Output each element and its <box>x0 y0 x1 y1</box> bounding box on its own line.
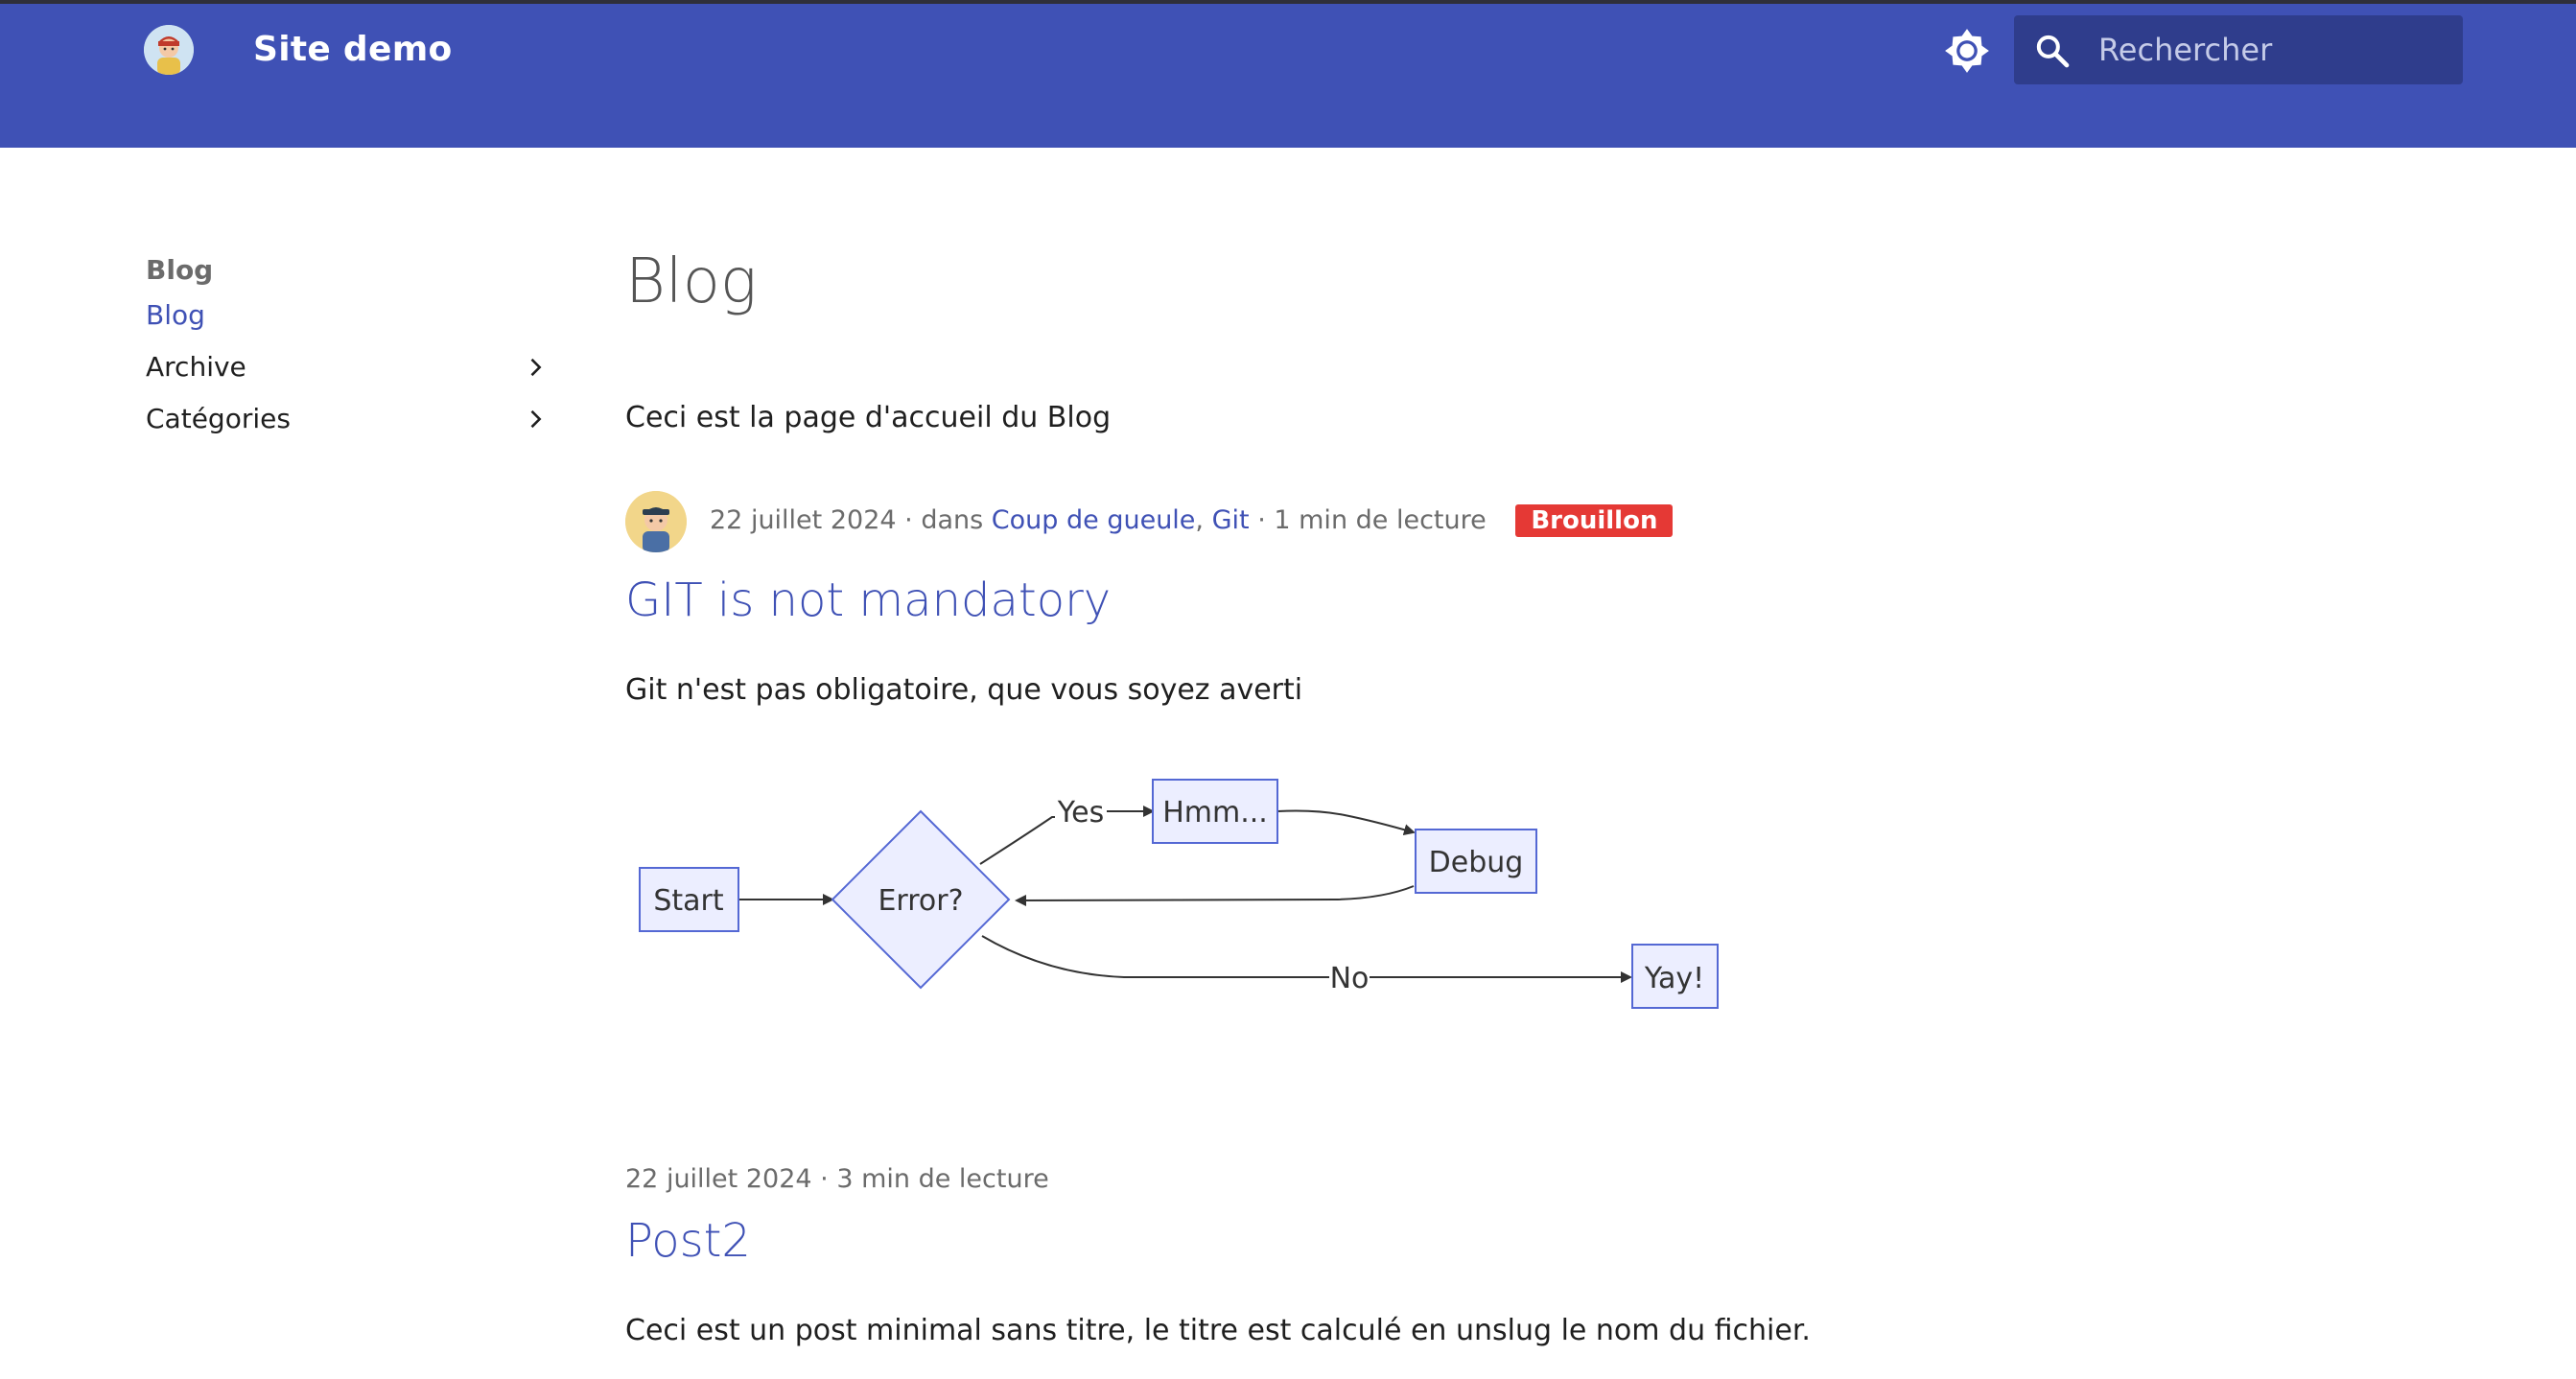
sidebar-item-blog[interactable]: Blog <box>146 290 549 341</box>
node-yay: Yay! <box>1631 944 1719 1009</box>
author-avatar-icon <box>625 491 687 552</box>
post-summary: Git n'est pas obligatoire, que vous soye… <box>625 673 1303 707</box>
chevron-right-icon <box>530 409 542 429</box>
search-box[interactable] <box>2014 15 2463 84</box>
search-input[interactable] <box>2096 15 2451 84</box>
edge-error-no <box>981 935 1329 978</box>
search-icon <box>2036 35 2070 68</box>
site-logo[interactable] <box>144 25 194 75</box>
category-link-git[interactable]: Git <box>1211 505 1250 535</box>
node-debug-label: Debug <box>1429 846 1524 879</box>
sidebar-item-categories[interactable]: Catégories <box>146 393 549 445</box>
edge-label-yes: Yes <box>1057 796 1104 830</box>
node-error: Error? <box>831 809 1011 990</box>
chevron-right-icon <box>530 358 542 377</box>
sidebar-heading: Blog <box>146 254 214 286</box>
page-title: Blog <box>625 246 758 317</box>
node-start: Start <box>639 867 739 932</box>
edge-debug-error <box>1015 885 1415 906</box>
node-hmm: Hmm... <box>1152 779 1278 844</box>
edge-error-yes <box>979 816 1057 865</box>
node-debug: Debug <box>1415 829 1537 894</box>
edge-hmm-debug <box>1276 809 1416 836</box>
flowchart-diagram: Start Error? Hmm... Debug Yay! Yes No <box>639 779 1719 1009</box>
node-hmm-label: Hmm... <box>1162 796 1268 830</box>
brightness-icon <box>1945 29 1989 73</box>
sidebar-item-archive[interactable]: Archive <box>146 341 549 393</box>
post-in-label: dans <box>921 505 984 535</box>
logo-avatar-icon <box>144 25 194 75</box>
edge-label-no: No <box>1330 962 1370 995</box>
blog-intro: Ceci est la page d'accueil du Blog <box>625 401 1112 434</box>
site-header: Site demo <box>0 4 2576 148</box>
draft-badge: Brouillon <box>1515 504 1674 537</box>
post-title-link[interactable]: GIT is not mandatory <box>625 573 1112 627</box>
sidebar-item-label: Catégories <box>146 403 291 434</box>
post-meta-text: 22 juillet 2024 · dans Coup de gueule, G… <box>710 504 1674 537</box>
node-start-label: Start <box>653 884 724 918</box>
post-reading-time: 3 min de lecture <box>836 1164 1049 1194</box>
post-date: 22 juillet 2024 <box>710 505 897 535</box>
sidebar-nav: Blog Blog Archive Catégories <box>146 251 549 445</box>
author-avatar <box>625 491 687 552</box>
category-link-coup-de-gueule[interactable]: Coup de gueule <box>991 505 1196 535</box>
window-frame-top <box>0 0 2576 4</box>
post-title-link[interactable]: Post2 <box>625 1214 751 1268</box>
post-reading-time: 1 min de lecture <box>1274 505 1487 535</box>
sidebar-item-label: Blog <box>146 299 205 331</box>
node-yay-label: Yay! <box>1644 962 1704 995</box>
sidebar-item-label: Archive <box>146 351 246 383</box>
post-summary: Ceci est un post minimal sans titre, le … <box>625 1314 1811 1347</box>
site-title[interactable]: Site demo <box>253 30 453 69</box>
theme-toggle-button[interactable] <box>1943 27 1991 75</box>
node-error-label: Error? <box>878 884 963 918</box>
post-date: 22 juillet 2024 <box>625 1164 812 1194</box>
main-content: Blog Ceci est la page d'accueil du Blog … <box>625 244 2447 1347</box>
post-meta: 22 juillet 2024 · 3 min de lecture <box>625 1164 1049 1194</box>
post-meta: 22 juillet 2024 · dans Coup de gueule, G… <box>625 491 1968 552</box>
